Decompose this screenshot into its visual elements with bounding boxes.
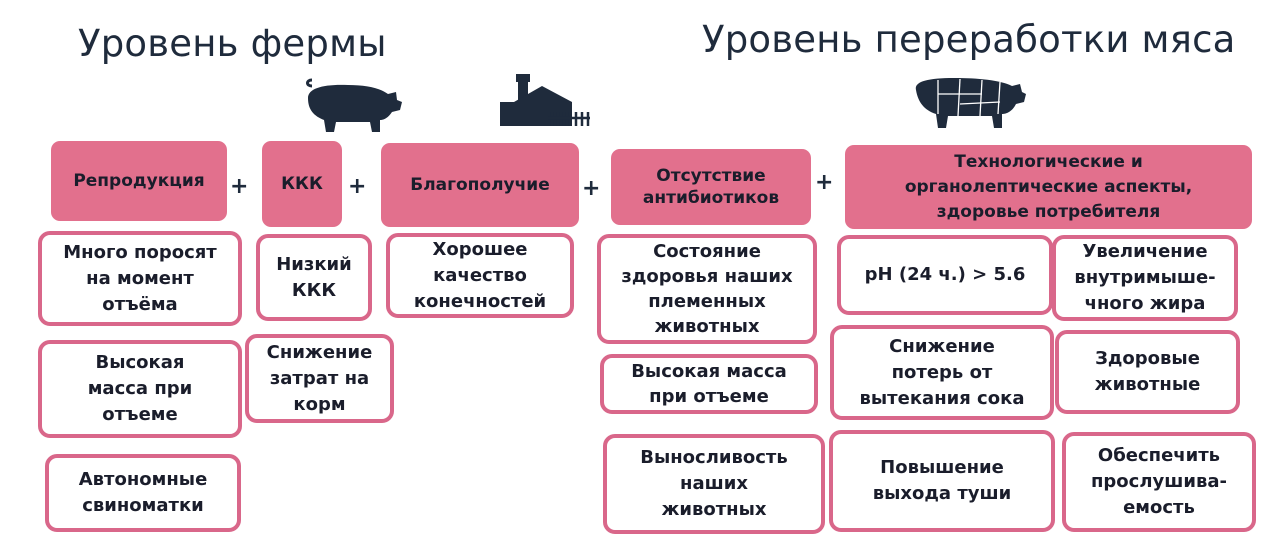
item-intramuscular-fat: Увеличение внутримыше- чного жира	[1052, 235, 1238, 321]
pig-icon	[306, 78, 402, 132]
item-autonomous-sows: Автономные свиноматки	[45, 454, 241, 532]
item-traceability: Обеспечить прослушива- емость	[1062, 432, 1256, 532]
item-animal-endurance: Выносливость наших животных	[603, 434, 825, 534]
item-high-weaning-weight-2: Высокая масса при отъеме	[600, 354, 818, 414]
item-good-limb-quality: Хорошее качество конечностей	[386, 233, 574, 318]
header-technological-aspects: Технологические и органолептические аспе…	[845, 145, 1252, 229]
item-healthy-animals: Здоровые животные	[1055, 330, 1240, 414]
plus-sign: +	[582, 176, 601, 201]
item-high-weaning-weight: Высокая масса при отъеме	[38, 340, 242, 438]
item-many-piglets: Много поросят на момент отъёма	[38, 231, 242, 326]
header-fcr: ККК	[262, 141, 342, 227]
plus-sign: +	[348, 174, 367, 199]
item-ph-level: pH (24 ч.) > 5.6	[837, 235, 1053, 315]
plus-sign: +	[230, 174, 249, 199]
header-welfare: Благополучие	[381, 143, 579, 227]
farm-barn-icon	[500, 74, 590, 126]
item-lower-feed-costs: Снижение затрат на корм	[245, 334, 394, 423]
item-low-fcr: Низкий ККК	[256, 234, 372, 321]
item-carcass-yield: Повышение выхода туши	[829, 430, 1055, 532]
farm-level-title: Уровень фермы	[78, 22, 387, 65]
item-reduce-drip-loss: Снижение потерь от вытекания сока	[830, 325, 1054, 420]
header-reproduction: Репродукция	[51, 141, 227, 221]
plus-sign: +	[815, 170, 834, 195]
pig-meat-cuts-icon	[915, 78, 1026, 128]
header-no-antibiotics: Отсутствие антибиотиков	[611, 149, 811, 225]
item-breeding-health: Состояние здоровья наших племенных живот…	[597, 234, 817, 344]
processing-level-title: Уровень переработки мяса	[702, 18, 1236, 61]
